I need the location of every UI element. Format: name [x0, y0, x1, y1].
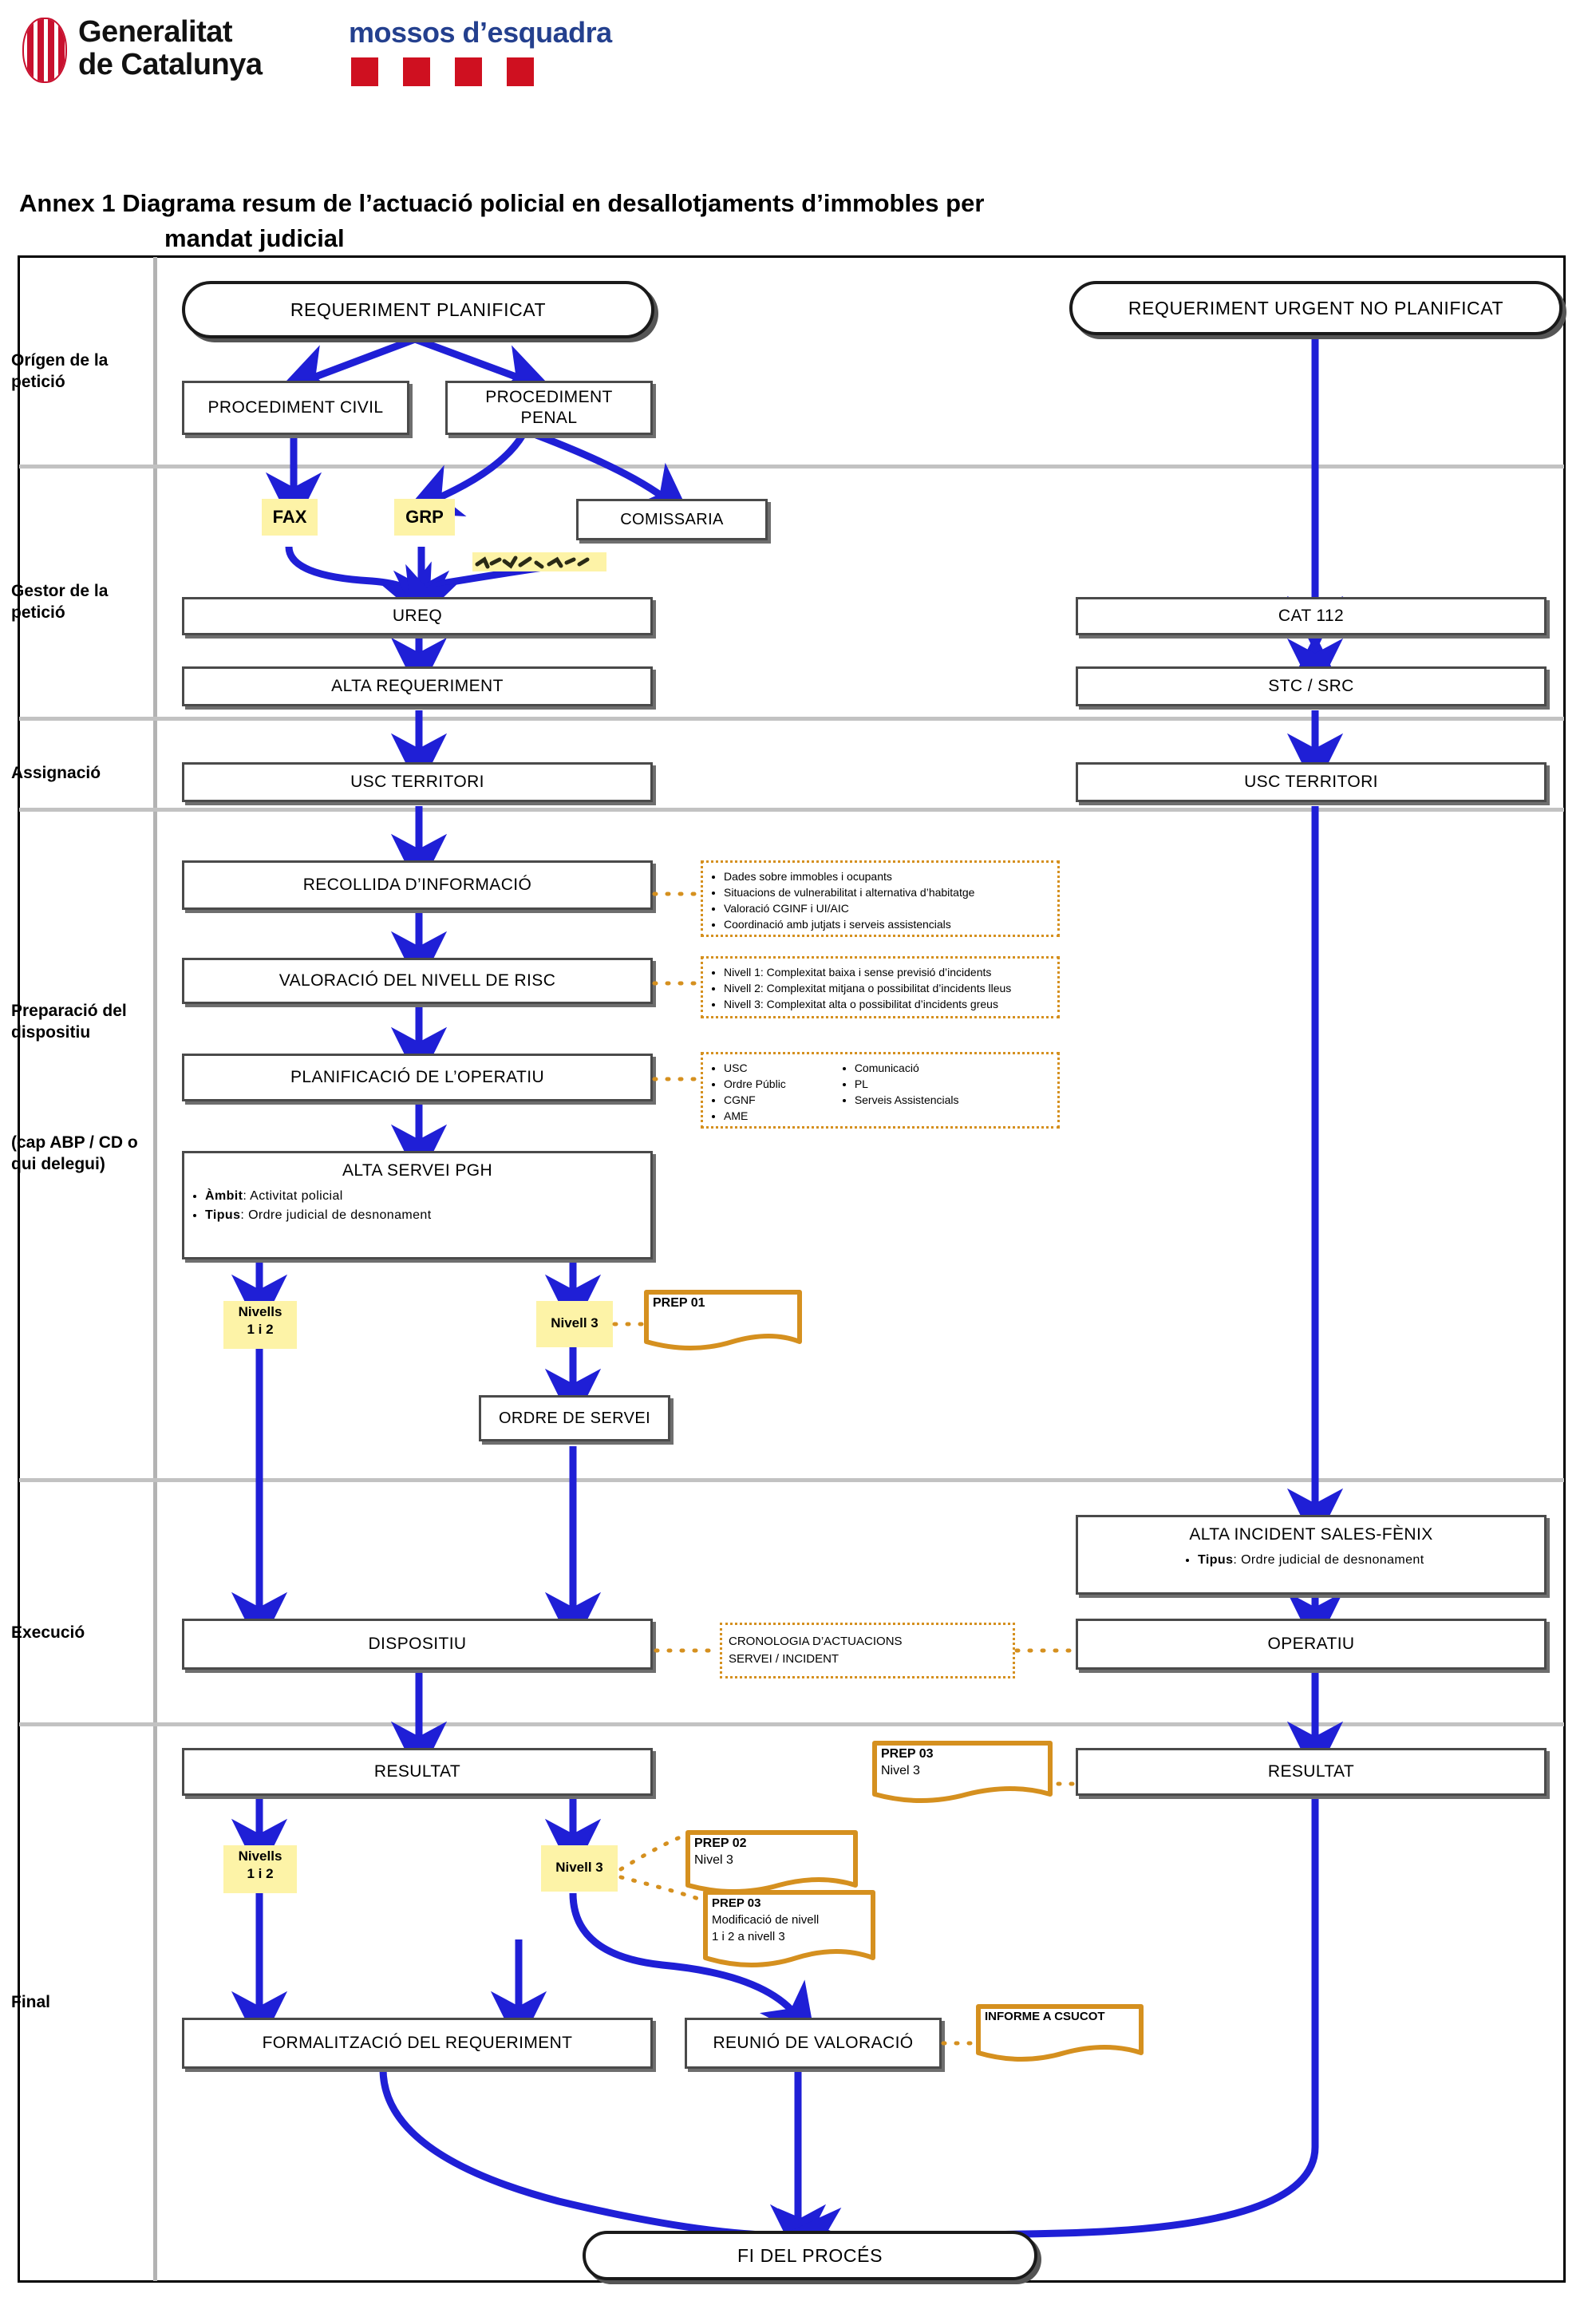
note-planificacio-recursos: USC Ordre Públic CGNF AME Comunicació PL…: [701, 1052, 1060, 1129]
note-col-1: USC Ordre Públic CGNF AME: [724, 1060, 786, 1124]
doc-prep-02: PREP 02 Nivel 3: [685, 1829, 859, 1906]
generalitat-shield-icon: [22, 18, 67, 83]
lane-divider: [153, 257, 157, 2281]
doc-prep-03-mod-text: PREP 03 Modificació de nivell 1 i 2 a ni…: [712, 1895, 819, 1945]
doc-prep-03-mod-sub: Modificació de nivell 1 i 2 a nivell 3: [712, 1913, 820, 1943]
note-cronologia-actuacions: CRONOLOGIA D’ACTUACIONS SERVEI / INCIDEN…: [720, 1623, 1015, 1678]
lane-label-cap-abp: (cap ABP / CD o qui delegui): [11, 1133, 138, 1173]
lane-label-execucio: Execució: [11, 1623, 85, 1642]
scribble-annotation: [472, 552, 606, 571]
label-fax: FAX: [262, 499, 318, 536]
lane-separator-3: [19, 808, 1564, 812]
lane-separator-1: [19, 465, 1564, 469]
logo-bar: Generalitat de Catalunya mossos d’esquad…: [0, 0, 1596, 104]
lane-separator-5: [19, 1722, 1564, 1726]
box-valoracio-nivell-risc[interactable]: VALORACIÓ DEL NIVELL DE RISC: [182, 958, 653, 1004]
box-reunio-valoracio[interactable]: REUNIÓ DE VALORACIÓ: [685, 2018, 942, 2069]
doc-informe-csucot-title: INFORME A CSUCOT: [985, 2010, 1105, 2023]
box-comissaria[interactable]: COMISSARIA: [576, 499, 768, 540]
label-grp: GRP: [394, 499, 455, 536]
note-item: Valoració CGINF i UI/AIC: [724, 900, 1049, 916]
box-procediment-penal[interactable]: PROCEDIMENT PENAL: [445, 381, 653, 435]
lane-label-preparacio: Preparació del dispositiu: [11, 1002, 127, 1042]
mossos-wordmark: mossos d’esquadra: [349, 16, 612, 49]
box-alta-servei-pgh[interactable]: ALTA SERVEI PGH Àmbit: Activitat policia…: [182, 1151, 653, 1259]
note-nivells-risc: Nivell 1: Complexitat baixa i sense prev…: [701, 956, 1060, 1018]
note-item: Nivell 3: Complexitat alta o possibilita…: [724, 996, 1049, 1012]
label-nivell-3-final: Nivell 3: [541, 1845, 618, 1892]
terminator-requeriment-planificat[interactable]: REQUERIMENT PLANIFICAT: [182, 281, 654, 338]
alta-servei-pgh-bullet-ambit: Àmbit: Activitat policial: [205, 1187, 650, 1206]
page-title-line2: mandat judicial: [164, 223, 345, 252]
note-item: AME: [724, 1108, 786, 1124]
note-col-2: Comunicació PL Serveis Assistencials: [855, 1060, 959, 1124]
note-line: CRONOLOGIA D’ACTUACIONS: [729, 1635, 903, 1648]
lane-label-final: Final: [11, 1993, 51, 2011]
terminator-requeriment-urgent[interactable]: REQUERIMENT URGENT NO PLANIFICAT: [1069, 281, 1562, 335]
note-item: Dades sobre immobles i ocupants: [724, 868, 1049, 884]
box-usc-territori-left[interactable]: USC TERRITORI: [182, 762, 653, 802]
note-item: USC: [724, 1060, 786, 1076]
box-formalitzacio-requeriment[interactable]: FORMALITZACIÓ DEL REQUERIMENT: [182, 2018, 653, 2069]
note-item: PL: [855, 1076, 959, 1092]
note-item: Ordre Públic: [724, 1076, 786, 1092]
note-item: Coordinació amb jutjats i serveis assist…: [724, 916, 1049, 932]
doc-informe-csucot: INFORME A CSUCOT: [975, 2003, 1144, 2072]
mossos-squares-icon: [351, 57, 551, 86]
box-planificacio-operatiu[interactable]: PLANIFICACIÓ DE L’OPERATIU: [182, 1054, 653, 1101]
box-stc-src[interactable]: STC / SRC: [1076, 666, 1547, 706]
box-ordre-de-servei[interactable]: ORDRE DE SERVEI: [479, 1395, 670, 1441]
note-item: Situacions de vulnerabilitat i alternati…: [724, 884, 1049, 900]
alta-incident-title: ALTA INCIDENT SALES-FÈNIX: [1189, 1525, 1433, 1544]
doc-informe-csucot-text: INFORME A CSUCOT: [985, 2008, 1105, 2025]
generalitat-line2: de Catalunya: [78, 48, 263, 81]
doc-prep-01-text: PREP 01: [653, 1295, 705, 1311]
alta-servei-pgh-bullet-tipus: Tipus: Ordre judicial de desnonament: [205, 1206, 650, 1225]
generalitat-line1: Generalitat: [78, 15, 233, 49]
box-resultat-left[interactable]: RESULTAT: [182, 1748, 653, 1796]
doc-prep-02-title: PREP 02: [694, 1837, 747, 1850]
label-nivell-3-preparacio: Nivell 3: [536, 1301, 613, 1347]
note-item: Nivell 2: Complexitat mitjana o possibil…: [724, 980, 1049, 996]
box-recollida-informacio[interactable]: RECOLLIDA D’INFORMACIÓ: [182, 860, 653, 910]
page-title-line1: Annex 1 Diagrama resum de l’actuació pol…: [19, 188, 985, 217]
doc-prep-03-right-title: PREP 03: [881, 1747, 934, 1761]
box-procediment-civil[interactable]: PROCEDIMENT CIVIL: [182, 381, 409, 435]
terminator-fi-del-proces[interactable]: FI DEL PROCÉS: [583, 2231, 1037, 2280]
label-nivells-1-2-preparacio: Nivells 1 i 2: [223, 1301, 297, 1349]
doc-prep-01-title: PREP 01: [653, 1296, 705, 1310]
alta-incident-bullet-tipus: Tipus: Ordre judicial de desnonament: [1198, 1551, 1544, 1570]
page-title: Annex 1 Diagrama resum de l’actuació pol…: [19, 186, 1448, 256]
doc-prep-03-right-sub: Nivel 3: [881, 1764, 920, 1777]
doc-prep-02-text: PREP 02 Nivel 3: [694, 1835, 747, 1868]
box-operatiu[interactable]: OPERATIU: [1076, 1619, 1547, 1670]
lane-separator-2: [19, 717, 1564, 721]
alta-servei-pgh-title: ALTA SERVEI PGH: [342, 1161, 493, 1180]
note-item: Nivell 1: Complexitat baixa i sense prev…: [724, 964, 1049, 980]
doc-prep-03-modificacio: PREP 03 Modificació de nivell 1 i 2 a ni…: [702, 1889, 876, 1979]
lane-label-assignacio: Assignació: [11, 764, 101, 782]
box-alta-requeriment[interactable]: ALTA REQUERIMENT: [182, 666, 653, 706]
box-cat-112[interactable]: CAT 112: [1076, 597, 1547, 635]
lane-label-origen: Orígen de la petició: [11, 351, 109, 391]
doc-prep-03-mod-title: PREP 03: [712, 1896, 761, 1910]
box-alta-incident-sales-fenix[interactable]: ALTA INCIDENT SALES-FÈNIX Tipus: Ordre j…: [1076, 1515, 1547, 1595]
note-line: SERVEI / INCIDENT: [729, 1652, 839, 1666]
box-ureq[interactable]: UREQ: [182, 597, 653, 635]
box-usc-territori-right[interactable]: USC TERRITORI: [1076, 762, 1547, 802]
note-item: Serveis Assistencials: [855, 1092, 959, 1108]
note-item: CGNF: [724, 1092, 786, 1108]
doc-prep-03-right: PREP 03 Nivel 3: [871, 1740, 1053, 1817]
box-dispositiu[interactable]: DISPOSITIU: [182, 1619, 653, 1670]
doc-prep-03-right-text: PREP 03 Nivel 3: [881, 1746, 934, 1779]
lane-label-gestor: Gestor de la petició: [11, 582, 109, 622]
doc-prep-01: PREP 01: [643, 1289, 803, 1361]
generalitat-wordmark: Generalitat de Catalunya: [78, 16, 263, 81]
doc-prep-02-sub: Nivel 3: [694, 1853, 733, 1867]
label-nivells-1-2-final: Nivells 1 i 2: [223, 1845, 297, 1893]
box-resultat-right[interactable]: RESULTAT: [1076, 1748, 1547, 1796]
lane-separator-4: [19, 1478, 1564, 1482]
note-item: Comunicació: [855, 1060, 959, 1076]
note-recollida-informacio: Dades sobre immobles i ocupants Situacio…: [701, 860, 1060, 937]
